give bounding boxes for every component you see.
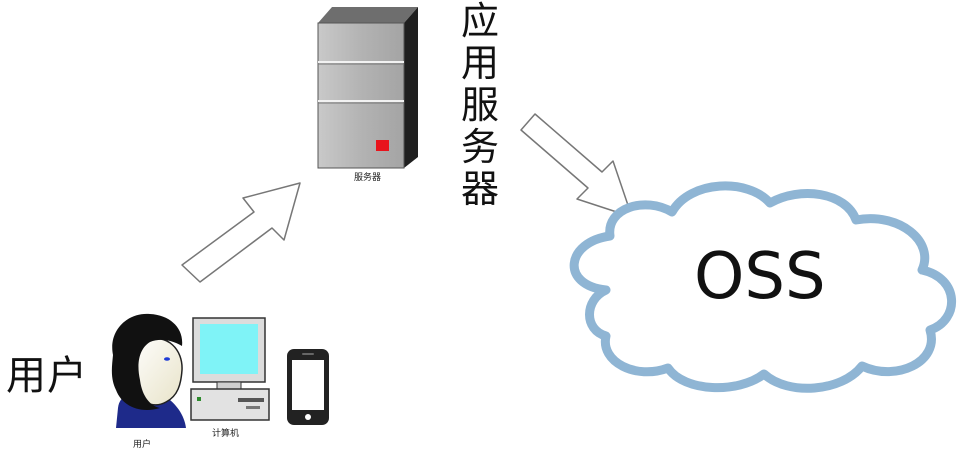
app-server-label-char: 服 — [460, 83, 499, 127]
app-server-label: 应 用 服 务 器 — [458, 0, 502, 210]
cloud-label: OSS — [694, 240, 826, 314]
desktop-computer-icon — [190, 317, 270, 421]
arrow-user-to-server — [181, 182, 301, 283]
user-avatar-icon — [111, 313, 186, 428]
arrow-server-to-cloud — [520, 113, 633, 218]
server-led — [376, 140, 389, 151]
user-caption: 用户 — [133, 440, 152, 450]
smartphone-icon — [287, 349, 329, 425]
app-server-label-char: 务 — [460, 125, 499, 169]
cloud-icon — [569, 181, 957, 393]
app-server-label-char: 用 — [460, 41, 499, 85]
user-label: 用户 — [6, 353, 88, 399]
computer-caption: 计算机 — [212, 429, 240, 439]
server-tower-icon — [317, 7, 418, 169]
app-server-label-char: 器 — [460, 167, 499, 211]
server-caption: 服务器 — [354, 173, 382, 183]
app-server-label-char: 应 — [460, 0, 499, 43]
